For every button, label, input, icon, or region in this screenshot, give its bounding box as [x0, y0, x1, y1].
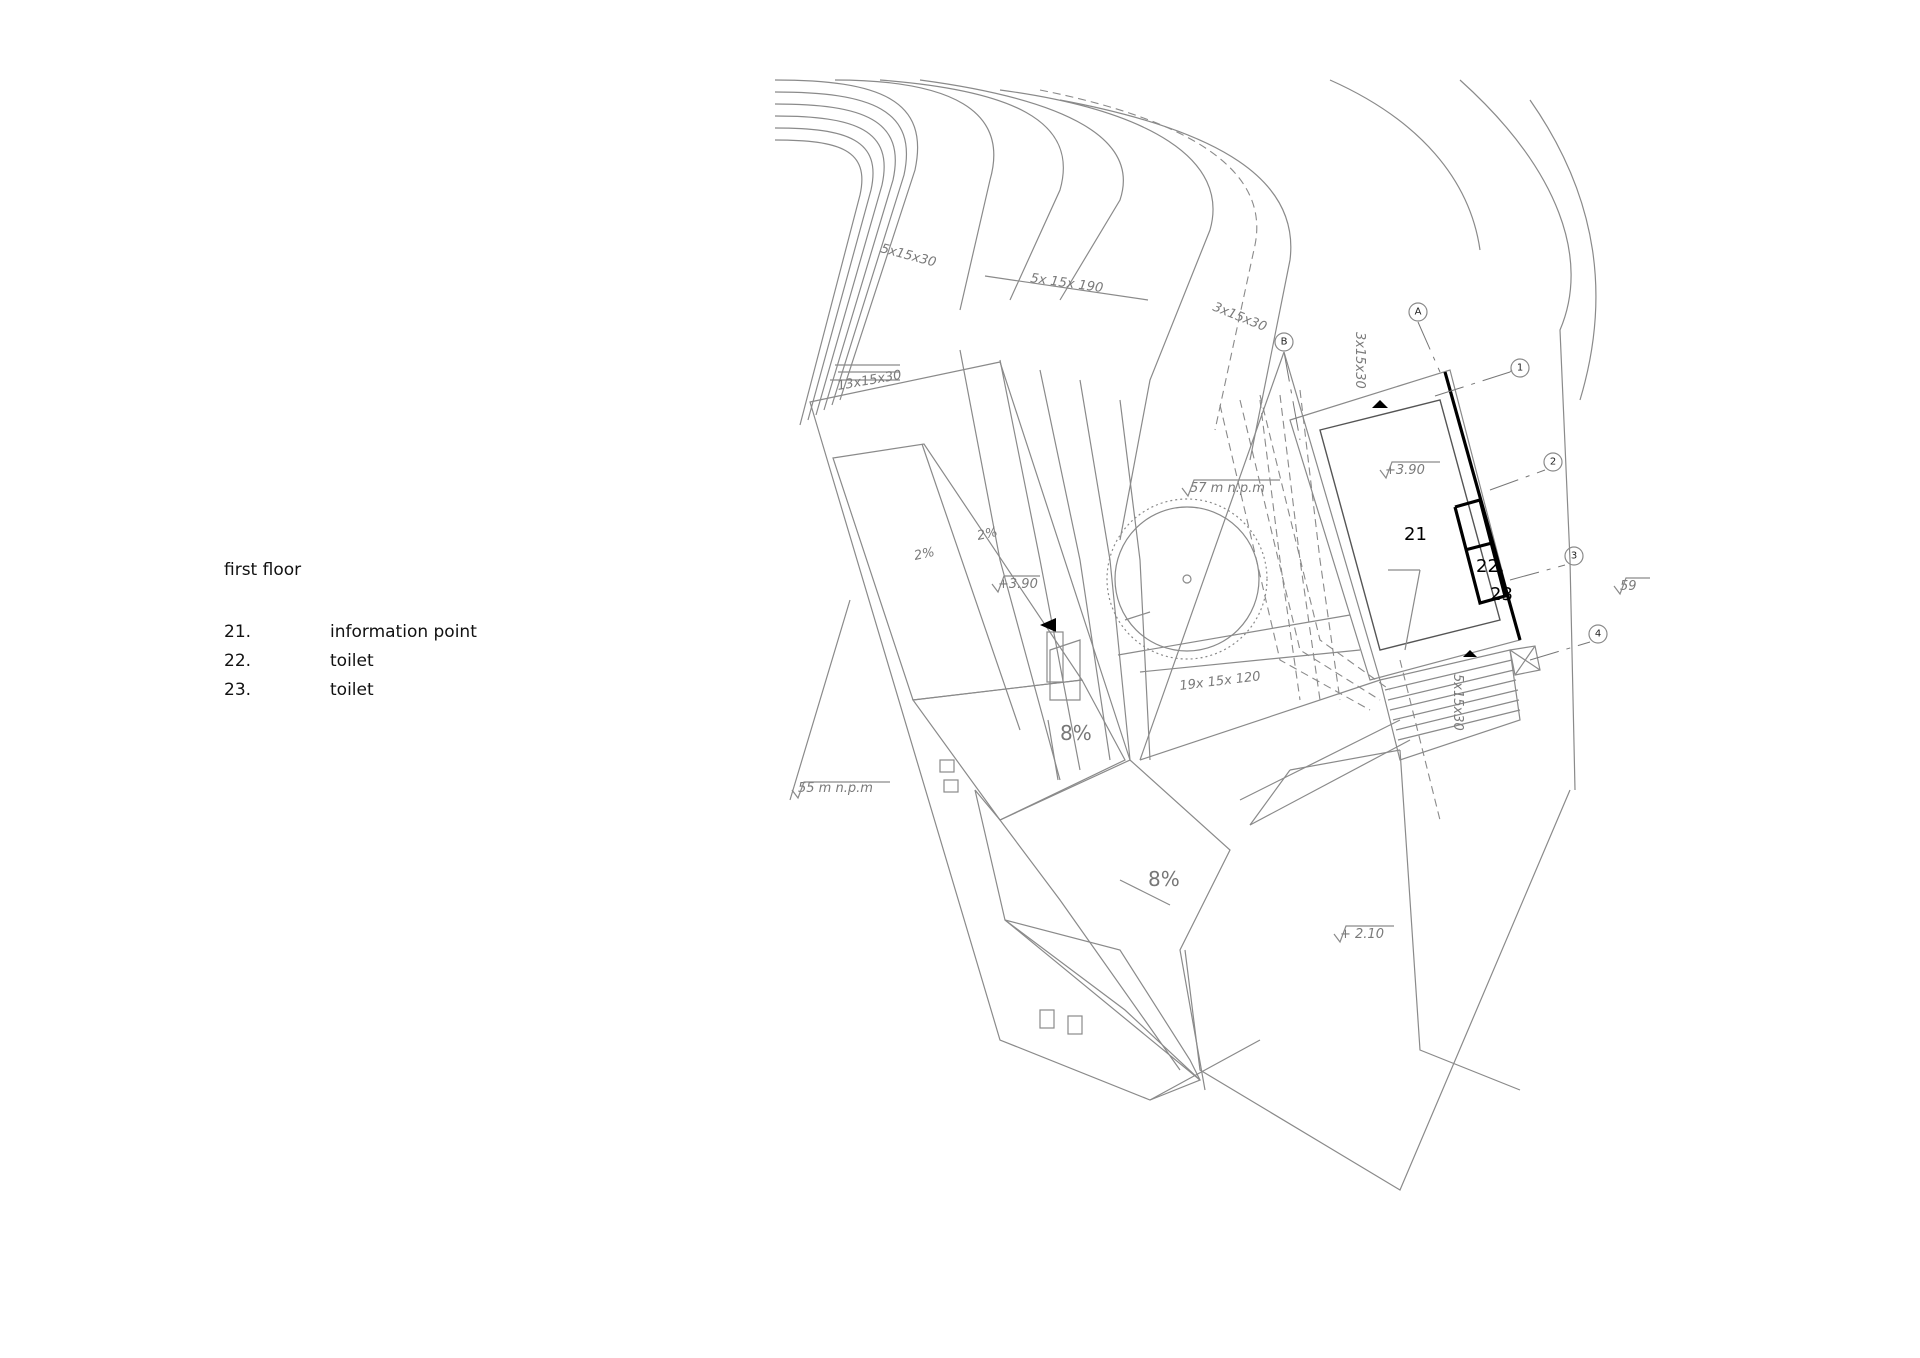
slope-label: 2% [976, 525, 999, 544]
grid-label-a: A [1415, 307, 1422, 318]
level-mark: +3.90 [998, 577, 1038, 592]
grid-label-2: 2 [1550, 457, 1556, 468]
stair-label: 19x 15x 120 [1179, 669, 1262, 694]
legend-item-number: 22. [224, 651, 252, 671]
grid-label-4: 4 [1595, 629, 1601, 640]
level-mark: + 2.10 [1340, 927, 1384, 942]
grid-label-1: 1 [1517, 363, 1523, 374]
level-marks: +3.90 +3.90 + 2.10 57 m n.p.m 55 m n.p.m… [791, 461, 1650, 944]
legend-item: 21. information point [224, 618, 624, 647]
grid-axes: B A 1 2 3 4 [1139, 302, 1608, 821]
level-mark: 57 m n.p.m [1190, 481, 1265, 496]
stair-label: 3x15x30 [1352, 332, 1367, 389]
level-mark: +3.90 [1385, 463, 1425, 478]
room-label-21: 21 [1404, 524, 1427, 545]
slope-label: 2% [913, 545, 936, 564]
legend-item-label: information point [330, 622, 477, 642]
legend-item-label: toilet [330, 680, 374, 700]
room-labels: 21 22. 23 [1404, 524, 1513, 605]
stair-label: 5x 15x 190 [1029, 271, 1104, 296]
stair-label: 5x15x30 [879, 241, 938, 270]
legend-title: first floor [224, 560, 302, 580]
circular-feature [1106, 498, 1268, 660]
slope-label: 8% [1060, 721, 1092, 745]
room-label-22: 22. [1476, 556, 1505, 577]
entry-markers [1040, 611, 1151, 683]
legend-item: 23. toilet [224, 676, 624, 705]
slope-label: 8% [1148, 867, 1180, 891]
legend-item: 22. toilet [224, 647, 624, 676]
stair-annotations: 5x15x30 5x 15x 190 3x15x30 13x15x30 3x15… [836, 241, 1465, 730]
stair-label: 5x15x30 [1450, 674, 1465, 731]
legend: first floor 21. information point 22. to… [224, 560, 624, 705]
room-label-23: 23 [1490, 584, 1513, 605]
left-building [789, 361, 1261, 1101]
legend-item-number: 21. [224, 622, 252, 642]
plaza-outline [999, 749, 1571, 1191]
level-mark: 55 m n.p.m [798, 781, 873, 796]
grid-label-3: 3 [1571, 551, 1577, 562]
legend-item-number: 23. [224, 680, 252, 700]
grid-label-b: B [1281, 337, 1288, 348]
pavilion [1289, 369, 1541, 761]
dimension-lines [830, 275, 1361, 673]
slope-marks: 2% 2% 8% 8% [913, 525, 1180, 906]
terrace-contours [774, 79, 1597, 791]
legend-item-label: toilet [330, 651, 374, 671]
stair-label: 3x15x30 [1211, 300, 1269, 335]
